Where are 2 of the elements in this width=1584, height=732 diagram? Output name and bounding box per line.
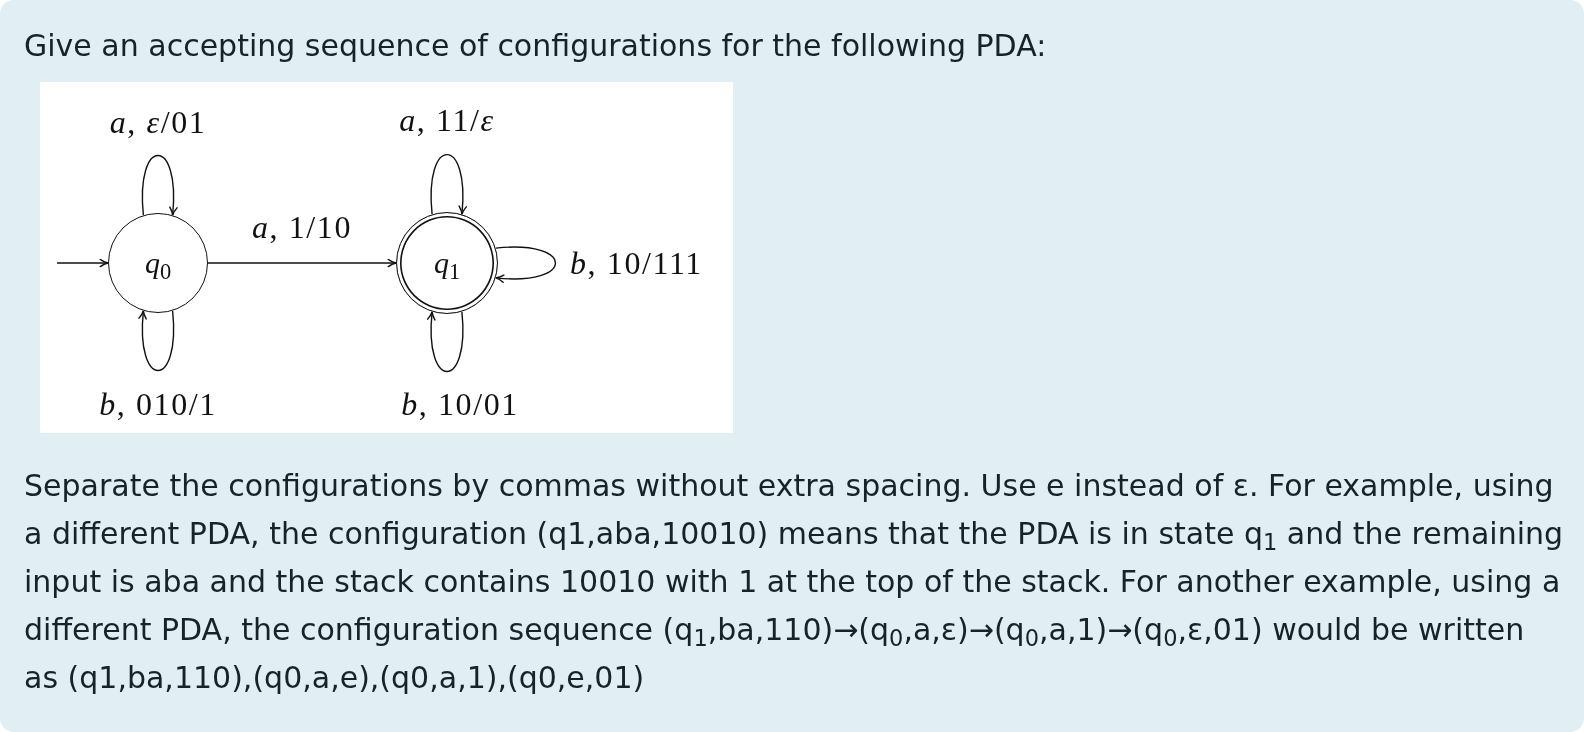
instructions-paragraph: Separate the configurations by commas without extra spacing. Use e instead of ε. For example, using a different PDA, the configuration (q1,aba,10010) means that the PDA is in state q$_{1}$ and the remaining input is aba and the stack contains 10010 with 1 at the top of the stack. For another example, using a different PDA, the configuration sequence (q$_{1}$,ba,110)→(q$_{0}$,a,ε)→(q$_{0}$,a,1)→(q$_{0}$,ε,01) would be written as (q1,ba,110),(q0,a,e),(q0,a,1),(q0,e,01)	[24, 467, 1565, 697]
question-title: Give an accepting sequence of configurations for the following PDA:	[24, 27, 1048, 65]
